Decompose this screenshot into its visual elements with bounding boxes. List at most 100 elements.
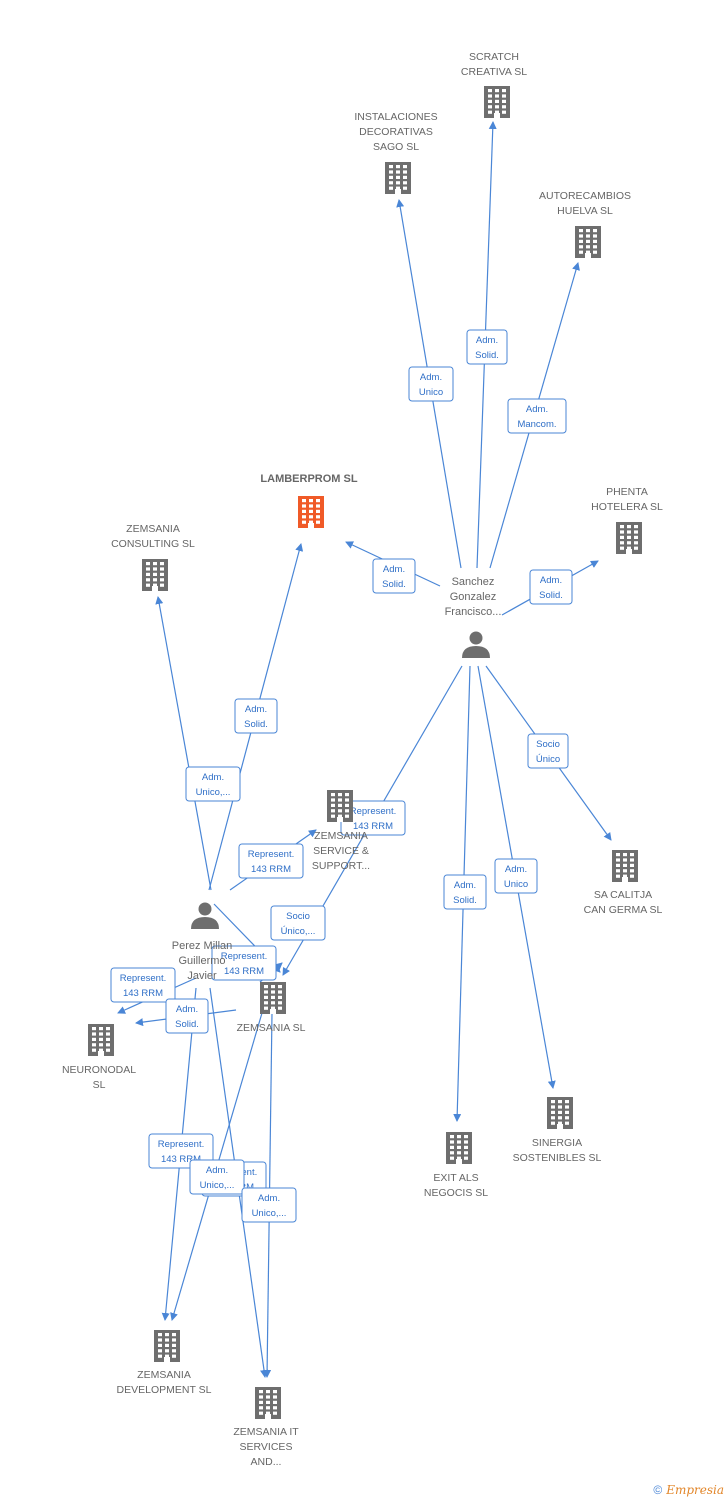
building-window [302, 499, 306, 503]
node-label: SA CALITJA [594, 889, 652, 901]
node-label: ZEMSANIA [314, 830, 368, 842]
building-window [302, 520, 306, 524]
building-window [389, 186, 393, 190]
building-icon [575, 226, 601, 258]
building-window [271, 985, 275, 989]
edge-label-box [234, 698, 278, 734]
edge-label-zemsania-to-zdevelopment[interactable]: Adm.Unico,... [189, 1159, 245, 1195]
edge-label-perez-to-zemsania[interactable]: Represent.143 RRM [211, 945, 277, 981]
building-window [488, 94, 492, 98]
building-window [495, 99, 499, 103]
building-window [331, 803, 335, 807]
node-label: AND... [251, 1456, 282, 1468]
edge-label-sanchez-to-scratch[interactable]: Adm.Solid. [466, 329, 508, 365]
edge-label-box [527, 733, 569, 769]
building-window [502, 89, 506, 93]
building-window [316, 499, 320, 503]
building-door [557, 1124, 563, 1129]
building-window [160, 578, 164, 582]
edge-label-sanchez-to-sinergia[interactable]: Adm.Unico [494, 858, 538, 894]
edge-label-zemsania-to-zitservices[interactable]: Adm.Unico,... [241, 1187, 297, 1223]
building-window [579, 250, 583, 254]
edge-label-text: Socio [286, 911, 310, 922]
building-window [146, 578, 150, 582]
edge-label-text: Unico [419, 387, 443, 398]
building-window [616, 869, 620, 873]
building-window [264, 990, 268, 994]
building-window [620, 535, 624, 539]
edge-label-text: Adm. [505, 864, 527, 875]
building-window [331, 798, 335, 802]
edge-label-sanchez-to-lamberprom[interactable]: Adm.Solid. [372, 558, 416, 594]
footer-brand[interactable]: ©Empresia [653, 1483, 724, 1497]
building-window [99, 1032, 103, 1036]
edge-label-sanchez-to-autorecambios[interactable]: Adm.Mancom. [507, 398, 567, 434]
edge-label-box [185, 766, 241, 802]
building-window [331, 809, 335, 813]
building-window [558, 1121, 562, 1125]
building-window [278, 990, 282, 994]
building-window [165, 1354, 169, 1358]
building-window [389, 165, 393, 169]
edge-label-text: Represent. [221, 951, 267, 962]
building-window [593, 229, 597, 233]
node-lamberprom[interactable]: LAMBERPROM SL [260, 473, 358, 528]
edge-label-text: Adm. [202, 772, 224, 783]
edge-label-perez-to-lamberprom[interactable]: Adm.Solid. [234, 698, 278, 734]
edge-label-perez-to-zconsulting[interactable]: Adm.Unico,... [185, 766, 241, 802]
node-label: LAMBERPROM SL [260, 473, 357, 485]
node-zitservices[interactable]: ZEMSANIA ITSERVICESAND... [233, 1387, 299, 1468]
building-door [152, 586, 158, 591]
edge-label-perez-to-zservice[interactable]: Represent.143 RRM [238, 843, 304, 879]
building-window [634, 525, 638, 529]
edge-label-text: Adm. [526, 404, 548, 415]
edge-label-box [211, 945, 277, 981]
building-window [338, 793, 342, 797]
building-window [457, 1145, 461, 1149]
edge-label-box [507, 398, 567, 434]
building-window [593, 234, 597, 238]
building-window [153, 583, 157, 587]
edge-label-perez-to-neuronodal[interactable]: Represent.143 RRM [110, 967, 176, 1003]
building-window [488, 99, 492, 103]
building-window [457, 1156, 461, 1160]
building-window [464, 1140, 468, 1144]
edge-label-text: 143 RRM [123, 988, 163, 999]
edge-label-sanchez-to-exitals[interactable]: Adm.Solid. [443, 874, 487, 910]
building-window [620, 541, 624, 545]
building-window [634, 541, 638, 545]
building-icon [88, 1024, 114, 1056]
building-window [488, 89, 492, 93]
edge-label-zemsania-to-zservice[interactable]: SocioÚnico,... [270, 905, 326, 941]
building-window [620, 546, 624, 550]
building-window [464, 1151, 468, 1155]
building-door [494, 113, 500, 118]
edge-label-sanchez-to-phenta[interactable]: Adm.Solid. [529, 569, 573, 605]
building-window [92, 1032, 96, 1036]
building-icon [260, 982, 286, 1014]
node-zemsania[interactable]: ZEMSANIA SL [237, 982, 306, 1034]
building-window [264, 1001, 268, 1005]
building-window [593, 245, 597, 249]
edge-label-sanchez-to-sago[interactable]: Adm.Unico [408, 366, 454, 402]
building-window [106, 1027, 110, 1031]
edge-label-zemsania-to-neuronodal[interactable]: Adm.Solid. [165, 998, 209, 1034]
building-window [616, 858, 620, 862]
node-sanchez[interactable]: SanchezGonzalezFrancisco... [445, 576, 502, 658]
node-label: ZEMSANIA [126, 523, 180, 535]
building-window [278, 1001, 282, 1005]
edge-label-box [408, 366, 454, 402]
